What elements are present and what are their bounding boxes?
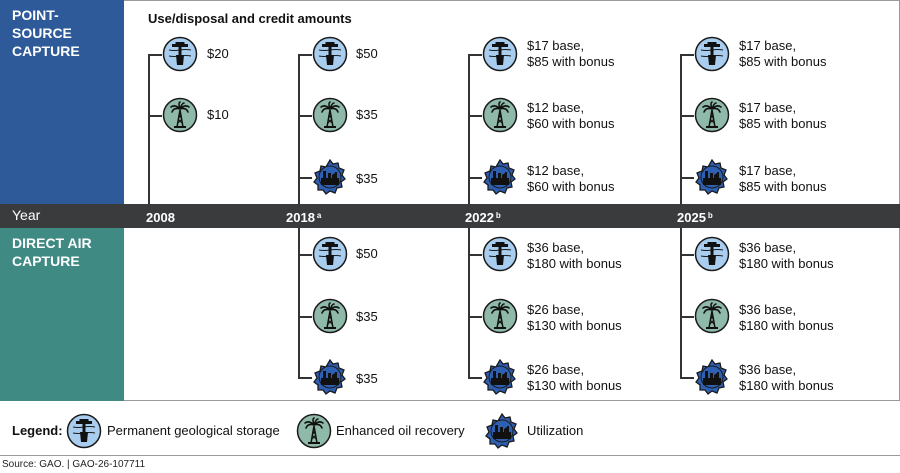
permanent-storage-icon bbox=[694, 236, 730, 272]
amount-point-2008-eor: $10 bbox=[207, 107, 229, 122]
timeline-title: Year bbox=[12, 207, 41, 223]
connector-2025-eor bbox=[680, 115, 694, 117]
section-title: Use/disposal and credit amounts bbox=[148, 11, 352, 26]
amount-dac-2022-util: $26 base, $130 with bonus bbox=[527, 362, 622, 393]
amount-dac-2018-storage: $50 bbox=[356, 246, 378, 261]
legend-label-storage: Permanent geological storage bbox=[107, 423, 280, 438]
connector-2008-storage bbox=[148, 54, 162, 56]
amount-dac-2018-util: $35 bbox=[356, 371, 378, 386]
connector-2022-util bbox=[468, 177, 482, 179]
connector-dac-2025-vertical bbox=[680, 228, 682, 378]
utilization-icon bbox=[694, 159, 730, 195]
amount-dac-2025-eor: $36 base, $180 with bonus bbox=[739, 302, 834, 333]
timeline-bar bbox=[0, 204, 900, 228]
legend-label-utilization: Utilization bbox=[527, 423, 584, 438]
permanent-storage-icon bbox=[694, 36, 730, 72]
amount-dac-2025-util: $36 base, $180 with bonus bbox=[739, 362, 834, 393]
amount-dac-2025-storage: $36 base, $180 with bonus bbox=[739, 240, 834, 271]
permanent-storage-icon bbox=[482, 236, 518, 272]
enhanced-oil-recovery-icon bbox=[694, 97, 730, 133]
amount-point-2022-eor: $12 base, $60 with bonus bbox=[527, 100, 615, 131]
amount-point-2018-storage: $50 bbox=[356, 46, 378, 61]
utilization-icon bbox=[694, 359, 730, 395]
enhanced-oil-recovery-icon bbox=[312, 97, 348, 133]
timeline-year-2008: 2008 bbox=[146, 210, 175, 225]
connector-2018-storage bbox=[298, 54, 312, 56]
enhanced-oil-recovery-icon bbox=[296, 413, 332, 449]
connector-dac-2018-storage bbox=[298, 254, 312, 256]
permanent-storage-icon bbox=[312, 36, 348, 72]
enhanced-oil-recovery-icon bbox=[162, 97, 198, 133]
point-source-capture-band: POINT- SOURCE CAPTURE bbox=[0, 0, 124, 204]
connector-dac-2018-vertical bbox=[298, 228, 300, 378]
amount-dac-2022-storage: $36 base, $180 with bonus bbox=[527, 240, 622, 271]
connector-dac-2022-eor bbox=[468, 316, 482, 318]
permanent-storage-icon bbox=[66, 413, 102, 449]
amount-point-2022-storage: $17 base, $85 with bonus bbox=[527, 38, 615, 69]
amount-point-2025-storage: $17 base, $85 with bonus bbox=[739, 38, 827, 69]
permanent-storage-icon bbox=[312, 236, 348, 272]
connector-2025-storage bbox=[680, 54, 694, 56]
connector-dac-2022-storage bbox=[468, 254, 482, 256]
source-note: Source: GAO. | GAO-26-107711 bbox=[2, 459, 146, 470]
connector-dac-2022-vertical bbox=[468, 228, 470, 378]
connector-dac-2018-util bbox=[298, 377, 312, 379]
utilization-icon bbox=[482, 159, 518, 195]
direct-air-capture-band: DIRECT AIR CAPTURE bbox=[0, 228, 124, 401]
amount-dac-2018-eor: $35 bbox=[356, 309, 378, 324]
legend-label-eor: Enhanced oil recovery bbox=[336, 423, 465, 438]
connector-2018-eor bbox=[298, 115, 312, 117]
amount-point-2018-util: $35 bbox=[356, 171, 378, 186]
enhanced-oil-recovery-icon bbox=[694, 298, 730, 334]
amount-point-2022-util: $12 base, $60 with bonus bbox=[527, 163, 615, 194]
amount-point-2025-eor: $17 base, $85 with bonus bbox=[739, 100, 827, 131]
connector-2022-vertical bbox=[468, 54, 470, 204]
amount-point-2025-util: $17 base, $85 with bonus bbox=[739, 163, 827, 194]
connector-2018-util bbox=[298, 177, 312, 179]
permanent-storage-icon bbox=[482, 36, 518, 72]
legend-title: Legend: bbox=[12, 423, 63, 438]
utilization-icon bbox=[482, 359, 518, 395]
connector-2022-storage bbox=[468, 54, 482, 56]
enhanced-oil-recovery-icon bbox=[482, 298, 518, 334]
connector-2008-eor bbox=[148, 115, 162, 117]
legend bbox=[0, 401, 900, 456]
amount-point-2018-eor: $35 bbox=[356, 107, 378, 122]
enhanced-oil-recovery-icon bbox=[482, 97, 518, 133]
connector-dac-2025-util bbox=[680, 377, 694, 379]
connector-2018-vertical bbox=[298, 54, 300, 204]
connector-2025-util bbox=[680, 177, 694, 179]
connector-2025-vertical bbox=[680, 54, 682, 204]
connector-dac-2025-storage bbox=[680, 254, 694, 256]
amount-point-2008-storage: $20 bbox=[207, 46, 229, 61]
connector-dac-2025-eor bbox=[680, 316, 694, 318]
utilization-icon bbox=[312, 359, 348, 395]
permanent-storage-icon bbox=[162, 36, 198, 72]
connector-2022-eor bbox=[468, 115, 482, 117]
utilization-icon bbox=[312, 159, 348, 195]
amount-dac-2022-eor: $26 base, $130 with bonus bbox=[527, 302, 622, 333]
enhanced-oil-recovery-icon bbox=[312, 298, 348, 334]
connector-2008-vertical bbox=[148, 54, 150, 204]
utilization-icon bbox=[484, 413, 520, 449]
connector-dac-2018-eor bbox=[298, 316, 312, 318]
connector-dac-2022-util bbox=[468, 377, 482, 379]
